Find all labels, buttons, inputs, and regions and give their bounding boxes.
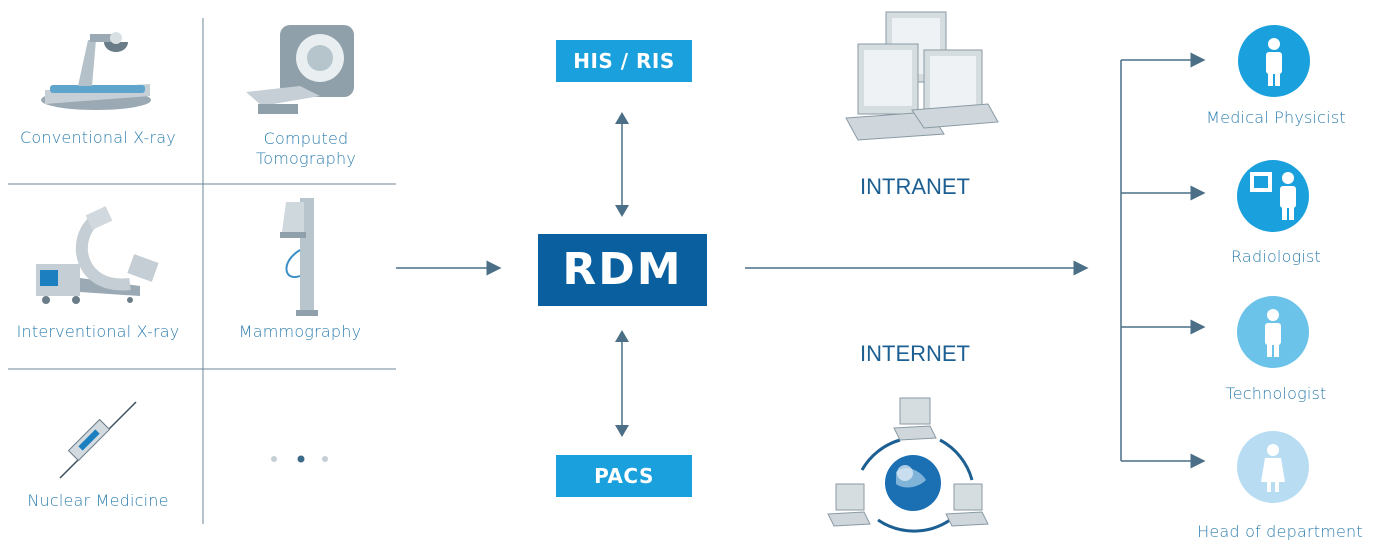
medical-physicist-icon — [1238, 25, 1310, 97]
intranet-computers-icon — [845, 11, 999, 141]
more-ellipsis-icon — [271, 455, 328, 463]
label-medical-physicist: Medical Physicist — [1206, 108, 1346, 127]
rdm-pacs-arrow — [615, 330, 629, 437]
internet-globe-network-icon — [827, 397, 989, 533]
label-computed-tomography: Computed Tomography — [256, 129, 356, 168]
technologist-icon — [1237, 296, 1309, 368]
pacs-box: PACS — [556, 455, 692, 497]
interventional-xray-icon — [36, 206, 159, 304]
label-nuclear-medicine: Nuclear Medicine — [27, 491, 169, 510]
syringe-icon — [59, 401, 137, 479]
computed-tomography-icon — [246, 25, 354, 114]
distribution-bracket — [1120, 52, 1206, 469]
mammography-icon — [280, 198, 318, 316]
modality-grid — [8, 18, 396, 524]
rdm-box: RDM — [538, 234, 707, 306]
radiologist-icon — [1237, 160, 1309, 232]
label-conventional-xray: Conventional X-ray — [20, 128, 176, 147]
label-technologist: Technologist — [1225, 384, 1327, 403]
label-head-of-department: Head of department — [1197, 522, 1363, 541]
his-ris-box: HIS / RIS — [556, 40, 692, 82]
conventional-xray-icon — [41, 32, 151, 110]
label-internet: INTERNET — [860, 341, 970, 366]
label-interventional-xray: Interventional X-ray — [16, 322, 180, 341]
label-radiologist: Radiologist — [1230, 247, 1322, 266]
label-mammography: Mammography — [238, 322, 362, 341]
label-intranet: INTRANET — [860, 174, 970, 199]
head-of-department-icon — [1237, 431, 1309, 503]
his-rdm-arrow — [615, 112, 629, 217]
